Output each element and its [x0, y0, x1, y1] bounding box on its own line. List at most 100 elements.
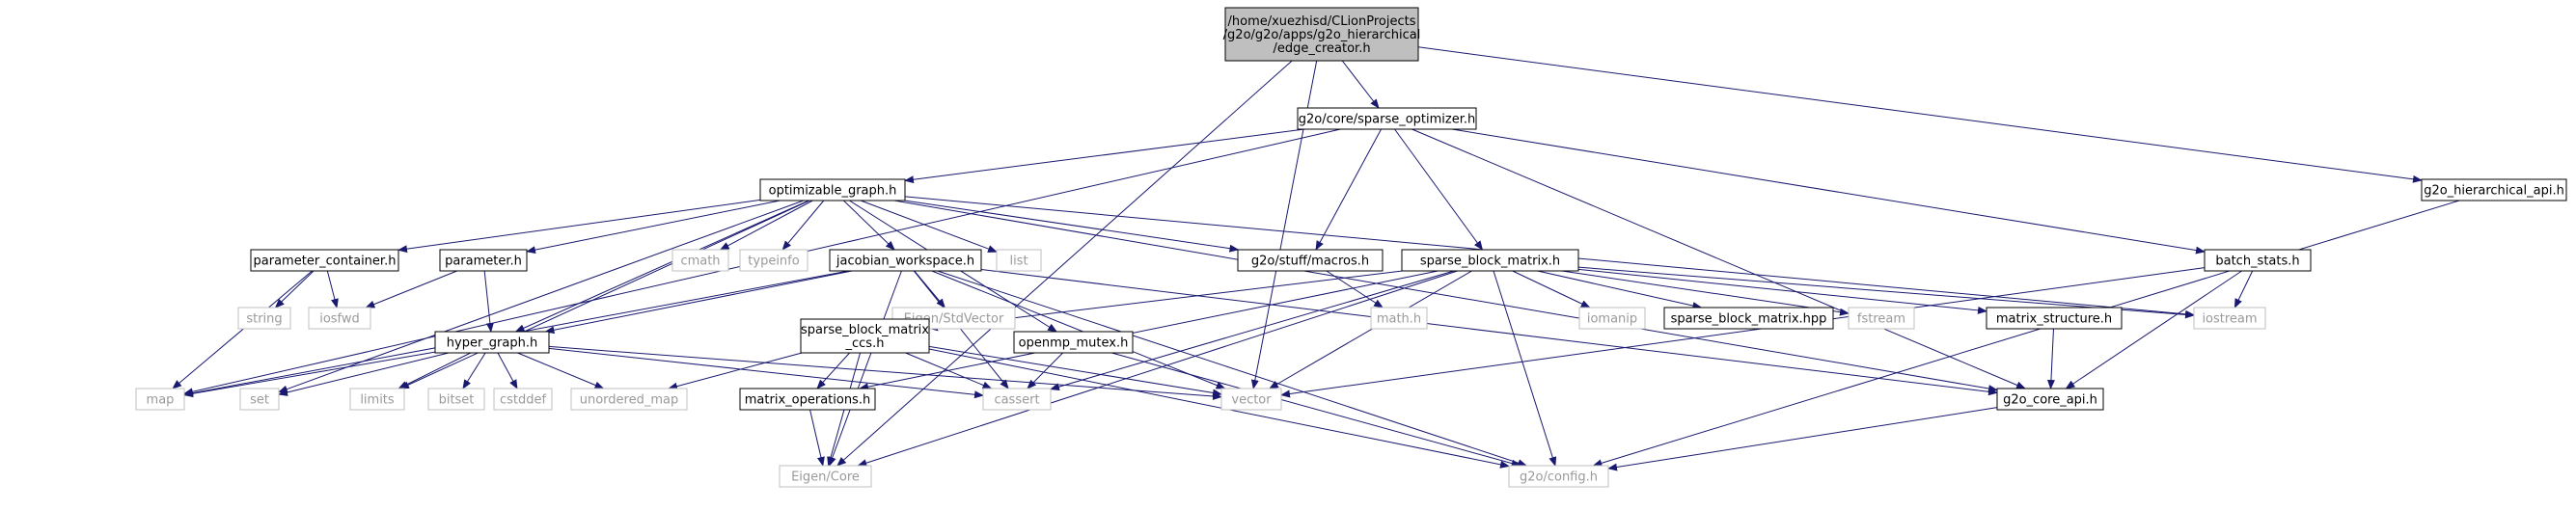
node-list: list [996, 249, 1042, 272]
node-sparse-block-matrix[interactable]: sparse_block_matrix.h [1401, 249, 1579, 272]
node-box-iostream [2193, 307, 2266, 330]
node-math-h: math.h [1370, 307, 1428, 330]
edge-sparse-block-matrix-to-g2o-config [1493, 270, 1557, 467]
edge-root-to-g2o-hierarchical-api [1417, 46, 2423, 183]
node-typeinfo: typeinfo [739, 249, 808, 272]
node-matrix-structure[interactable]: matrix_structure.h [1986, 307, 2123, 330]
node-box-g2o-config [1508, 465, 1609, 488]
node-box-vector [1220, 388, 1282, 411]
node-box-iomanip [1578, 307, 1646, 330]
node-box-iosfwd [308, 307, 371, 330]
node-box-limits [349, 388, 405, 411]
node-box-bitset [427, 388, 485, 411]
node-optimizable-graph[interactable]: optimizable_graph.h [759, 178, 906, 201]
node-label-matrix-operations: matrix_operations.h [745, 393, 870, 408]
edge-hyper-graph-to-cassert [548, 347, 984, 399]
node-box-macros [1237, 249, 1384, 272]
node-box-eigen-core [779, 465, 872, 488]
node-label-sparse-optimizer: g2o/core/sparse_optimizer.h [1299, 113, 1476, 127]
edge-batch-stats-to-g2o-core-api [2065, 270, 2242, 389]
node-label-limits: limits [360, 393, 395, 408]
edge-optimizable-graph-to-parameter-container [397, 199, 761, 254]
edge-sparse-block-matrix-to-eigen-core [857, 270, 1458, 468]
node-sbm-ccs[interactable]: sparse_block_matrix_ccs.h [800, 318, 930, 354]
node-label-openmp-mutex: openmp_mutex.h [1019, 336, 1129, 351]
node-label-macros: g2o/stuff/macros.h [1251, 255, 1369, 269]
node-label-root: /home/xuezhisd/CLionProjects [1228, 14, 1416, 29]
node-box-cstddef [493, 388, 553, 411]
edge-optimizable-graph-to-set [278, 200, 805, 393]
node-box-math-h [1370, 307, 1428, 330]
edge-sparse-block-matrix-to-cassert [1050, 270, 1455, 391]
node-parameter-container[interactable]: parameter_container.h [250, 249, 399, 272]
node-parameter[interactable]: parameter.h [439, 249, 528, 272]
edge-sparse-optimizer-to-g2o-core-api [1411, 128, 2026, 389]
node-g2o-hierarchical-api[interactable]: g2o_hierarchical_api.h [2421, 178, 2567, 201]
edge-parameter-container-to-map [172, 270, 313, 389]
edge-optimizable-graph-to-cmath [719, 200, 813, 251]
edge-parameter-to-iosfwd [365, 270, 457, 309]
node-label-cmath: cmath [680, 255, 720, 269]
node-matrix-operations[interactable]: matrix_operations.h [739, 388, 876, 411]
node-openmp-mutex[interactable]: openmp_mutex.h [1013, 331, 1134, 354]
node-box-cmath [671, 249, 729, 272]
edge-batch-stats-to-iostream [2233, 270, 2254, 309]
node-box-unordered-map [570, 388, 688, 411]
edge-jacobian-workspace-to-cassert [913, 270, 1009, 389]
node-cstddef: cstddef [493, 388, 553, 411]
node-box-parameter-container [250, 249, 399, 272]
edge-macros-to-math-h [1326, 270, 1384, 309]
node-box-openmp-mutex [1013, 331, 1134, 354]
node-fstream: fstream [1848, 307, 1915, 330]
node-batch-stats[interactable]: batch_stats.h [2204, 249, 2312, 272]
node-label-unordered-map: unordered_map [580, 393, 679, 408]
edge-sbm-ccs-to-cassert [905, 352, 993, 389]
edge-openmp-mutex-to-g2o-config [1111, 352, 1521, 468]
edge-sparse-block-matrix-to-matrix-operations [859, 270, 1439, 391]
edge-batch-stats-to-vector [1280, 267, 2206, 398]
node-label-typeinfo: typeinfo [748, 255, 799, 269]
node-label-optimizable-graph: optimizable_graph.h [769, 184, 897, 199]
node-label-g2o-hierarchical-api: g2o_hierarchical_api.h [2424, 184, 2564, 199]
node-hyper-graph[interactable]: hyper_graph.h [434, 331, 550, 354]
header-nodes: /home/xuezhisd/CLionProjects/g2o/g2o/app… [135, 7, 2567, 488]
edge-matrix-structure-to-g2o-core-api [2046, 328, 2055, 389]
edge-parameter-container-to-iosfwd [326, 270, 339, 309]
edge-sbm-ccs-to-matrix-operations [816, 352, 850, 389]
node-label-g2o-core-api: g2o_core_api.h [2003, 393, 2097, 408]
edge-sbm-ccs-to-unordered-map [668, 352, 803, 390]
node-label-string: string [246, 312, 282, 327]
node-label-set: set [250, 393, 269, 408]
node-label-parameter-container: parameter_container.h [254, 255, 397, 269]
node-box-root [1224, 7, 1419, 62]
node-label-jacobian-workspace: jacobian_workspace.h [836, 255, 974, 269]
edge-jacobian-workspace-to-g2o-config [937, 270, 1528, 467]
node-root[interactable]: /home/xuezhisd/CLionProjects/g2o/g2o/app… [1223, 7, 1421, 62]
node-box-list [996, 249, 1042, 272]
edge-hyper-graph-to-limits [397, 352, 472, 389]
node-box-g2o-core-api [1996, 388, 2104, 411]
node-sbm-hpp[interactable]: sparse_block_matrix.hpp [1663, 307, 1834, 330]
node-box-optimizable-graph [759, 178, 906, 201]
node-box-set [239, 388, 280, 411]
edge-jacobian-workspace-to-g2o-core-api [980, 269, 1998, 396]
node-g2o-core-api[interactable]: g2o_core_api.h [1996, 388, 2104, 411]
node-macros[interactable]: g2o/stuff/macros.h [1237, 249, 1384, 272]
node-label-batch-stats: batch_stats.h [2215, 255, 2299, 269]
node-sparse-optimizer[interactable]: g2o/core/sparse_optimizer.h [1297, 107, 1477, 130]
node-box-sparse-optimizer [1297, 107, 1477, 130]
edge-hyper-graph-to-set [278, 352, 450, 396]
node-label-map: map [147, 393, 175, 408]
edge-hyper-graph-to-unordered-map [517, 352, 605, 389]
edge-optimizable-graph-to-g2o-core-api [893, 200, 1998, 392]
node-set: set [239, 388, 280, 411]
node-label-hyper-graph: hyper_graph.h [447, 336, 537, 351]
node-label-iosfwd: iosfwd [319, 312, 360, 327]
node-label-fstream: fstream [1857, 312, 1905, 327]
node-vector: vector [1220, 388, 1282, 411]
node-jacobian-workspace[interactable]: jacobian_workspace.h [829, 249, 982, 272]
edge-optimizable-graph-to-jacobian-workspace [843, 200, 895, 251]
edge-parameter-to-hyper-graph [483, 270, 494, 333]
node-label-vector: vector [1231, 393, 1272, 408]
edge-jacobian-workspace-to-vector [931, 270, 1226, 389]
